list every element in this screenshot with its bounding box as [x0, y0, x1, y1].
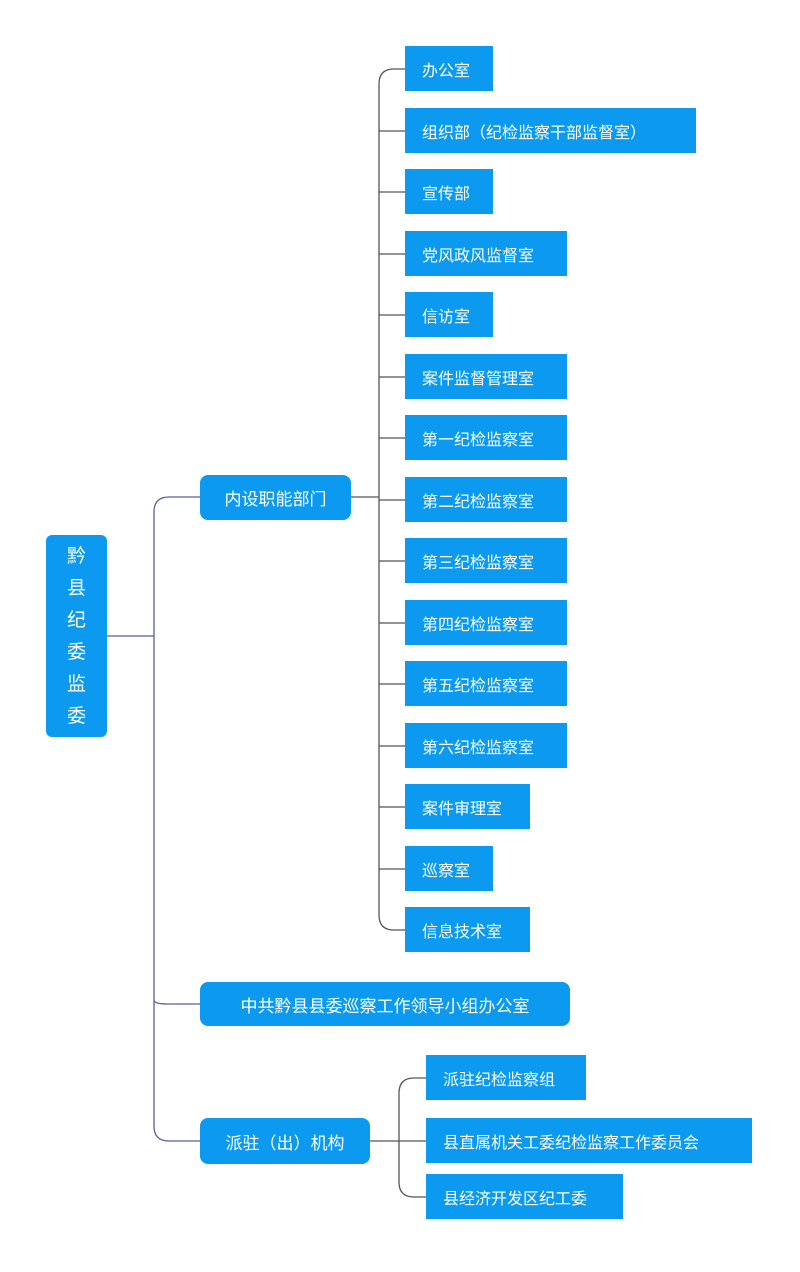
- leaf-node: 党风政风监督室: [405, 231, 567, 276]
- root-char: 纪: [66, 609, 86, 631]
- leaf-node: 组织部（纪检监察干部监督室）: [405, 108, 696, 153]
- leaf-node: 信访室: [405, 292, 493, 337]
- branch-node-internal-departments: 内设职能部门: [200, 475, 351, 520]
- connector-branch-3-children: [370, 1077, 426, 1198]
- leaf-node: 派驻纪检监察组: [426, 1055, 586, 1100]
- leaf-node: 巡察室: [405, 846, 493, 891]
- root-char: 委: [66, 641, 86, 663]
- leaf-node: 第一纪检监察室: [405, 415, 567, 460]
- leaf-node: 案件监督管理室: [405, 354, 567, 399]
- leaf-node: 第五纪检监察室: [405, 661, 567, 706]
- branch-node-inspection-office: 中共黔县县委巡察工作领导小组办公室: [200, 982, 570, 1026]
- connector-root-branches: [107, 496, 200, 1142]
- leaf-node: 案件审理室: [405, 784, 530, 829]
- root-char: 县: [66, 577, 86, 599]
- leaf-node: 县直属机关工委纪检监察工作委员会: [426, 1118, 752, 1163]
- leaf-node: 信息技术室: [405, 907, 530, 952]
- leaf-node: 办公室: [405, 46, 493, 91]
- leaf-node: 第六纪检监察室: [405, 723, 567, 768]
- root-char: 黔: [66, 545, 86, 567]
- root-node: 黔 县 纪 委 监 委: [46, 535, 107, 737]
- leaf-node: 第二纪检监察室: [405, 477, 567, 522]
- branch-node-dispatched-agencies: 派驻（出）机构: [200, 1118, 370, 1164]
- leaf-node: 县经济开发区纪工委: [426, 1174, 623, 1219]
- root-char: 监: [66, 673, 86, 695]
- leaf-node: 宣传部: [405, 169, 493, 214]
- leaf-node: 第四纪检监察室: [405, 600, 567, 645]
- root-char: 委: [66, 705, 86, 727]
- leaf-node: 第三纪检监察室: [405, 538, 567, 583]
- connector-branch-1-children: [351, 68, 405, 931]
